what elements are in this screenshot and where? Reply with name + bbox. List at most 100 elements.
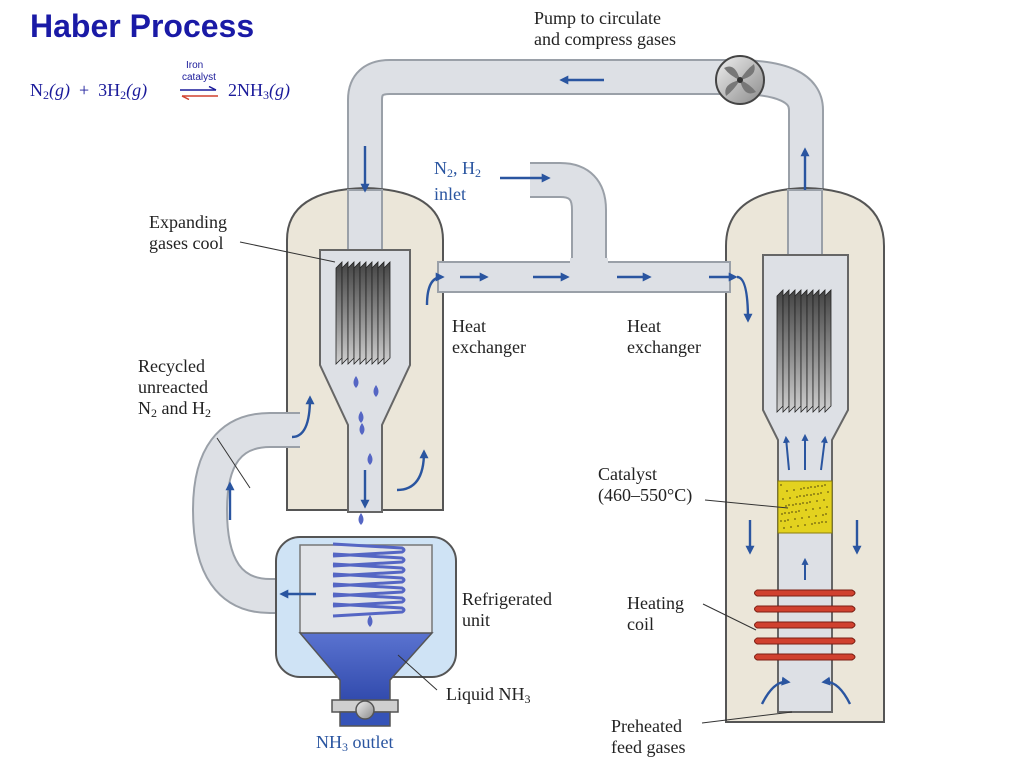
recycled-n: N bbox=[138, 398, 151, 418]
recycle-pipe bbox=[191, 412, 300, 614]
catalyst-particle bbox=[804, 524, 806, 526]
equation-n2: N bbox=[30, 80, 43, 100]
inlet-sub2: 2 bbox=[475, 166, 481, 180]
recycled-sub1: 2 bbox=[151, 406, 157, 420]
recycled-line1: Recycled bbox=[138, 356, 205, 376]
cooling-coil-turn bbox=[332, 552, 406, 568]
reactor-fin bbox=[824, 289, 832, 413]
preheated-line1: Preheated bbox=[611, 716, 682, 736]
equation-product: 2NH3(g) bbox=[228, 80, 290, 103]
refrigerated-line1: Refrigerated bbox=[462, 589, 552, 609]
catalyst-particle bbox=[792, 504, 794, 506]
equilibrium-arrows bbox=[180, 86, 218, 100]
catalyst-particle bbox=[810, 494, 812, 496]
heat-exchanger-label-left: Heat exchanger bbox=[452, 316, 526, 358]
equation-reactants: N2(g) + 3H2(g) bbox=[30, 80, 147, 103]
expanding-line1: Expanding bbox=[149, 212, 227, 232]
heating-coil-turn bbox=[754, 589, 856, 597]
inlet-sub1: 2 bbox=[447, 166, 453, 180]
inlet-h: , H bbox=[453, 158, 475, 178]
equation-n2-sub: 2 bbox=[43, 88, 49, 102]
heat-exchanger-left-line2: exchanger bbox=[452, 337, 526, 357]
expanding-line2: gases cool bbox=[149, 233, 224, 253]
catalyst-particle bbox=[803, 487, 805, 489]
reactor-fin bbox=[818, 289, 826, 413]
catalyst-particle bbox=[824, 484, 826, 486]
reactor-fin bbox=[812, 289, 820, 413]
inlet-label: N2, H2 inlet bbox=[434, 158, 481, 205]
outlet-sub: 3 bbox=[342, 740, 348, 754]
pump-label: Pump to circulate and compress gases bbox=[534, 8, 676, 50]
feed-inlet-pipe bbox=[530, 162, 607, 262]
recycled-label: Recycled unreacted N2 and H2 bbox=[138, 356, 211, 424]
flow-arrow bbox=[396, 449, 429, 492]
reactor-fin bbox=[782, 289, 790, 413]
nh3-outlet-label: NH3 outlet bbox=[316, 732, 394, 758]
catalyst-particle bbox=[827, 491, 829, 493]
flow-arrows bbox=[225, 75, 862, 705]
recycled-line3: N2 and H2 bbox=[138, 398, 211, 424]
reactor-fin bbox=[788, 289, 796, 413]
ammonia-droplet bbox=[358, 513, 364, 525]
catalyst-particle bbox=[794, 518, 796, 520]
heat-exchanger-right-line2: exchanger bbox=[627, 337, 701, 357]
heating-coil-turn bbox=[754, 605, 856, 613]
cooling-coil-turn bbox=[332, 602, 406, 618]
refrigerated-label: Refrigerated unit bbox=[462, 589, 552, 631]
heating-coil bbox=[754, 589, 856, 661]
catalyst-line2: (460–550°C) bbox=[598, 485, 693, 505]
catalyst-particle bbox=[807, 487, 809, 489]
heating-coil-label: Heating coil bbox=[627, 593, 684, 635]
catalyst-particle bbox=[799, 503, 801, 505]
catalyst-particle bbox=[788, 512, 790, 514]
catalyst-particle bbox=[817, 493, 819, 495]
catalyst-particle bbox=[795, 503, 797, 505]
catalyst-particle bbox=[821, 485, 823, 487]
liquid-text: Liquid NH bbox=[446, 684, 525, 704]
catalyst-particle bbox=[785, 505, 787, 507]
equation-h2-state: (g) bbox=[126, 80, 148, 100]
heating-coil-turn bbox=[754, 621, 856, 629]
catalyst-particle bbox=[814, 486, 816, 488]
catalyst-particle bbox=[818, 522, 820, 524]
reactor-fin bbox=[794, 289, 802, 413]
catalyst-particle bbox=[808, 516, 810, 518]
equation-nh3-sub: 3 bbox=[263, 88, 269, 102]
reactor-fin bbox=[806, 289, 814, 413]
flow-arrow bbox=[291, 395, 315, 439]
recycled-sub2: 2 bbox=[205, 406, 211, 420]
catalyst-particle bbox=[805, 509, 807, 511]
heat-exchanger-right-line1: Heat bbox=[627, 316, 661, 336]
inlet-n: N bbox=[434, 158, 447, 178]
liquid-sub: 3 bbox=[524, 692, 531, 706]
catalyst-particle bbox=[803, 495, 805, 497]
catalyst-particle bbox=[791, 511, 793, 513]
catalyst-particle bbox=[796, 496, 798, 498]
catalyst-particle bbox=[799, 495, 801, 497]
flow-arrow bbox=[425, 272, 445, 306]
catalyst-particle bbox=[800, 488, 802, 490]
catalyst-line1: Catalyst bbox=[598, 464, 657, 484]
reactor-fins bbox=[776, 289, 832, 413]
catalyst-particle bbox=[815, 515, 817, 517]
preheated-line2: feed gases bbox=[611, 737, 686, 757]
catalyst-particle bbox=[790, 526, 792, 528]
pump-label-line2: and compress gases bbox=[534, 29, 676, 49]
catalyst-particle bbox=[820, 492, 822, 494]
catalyst-particle bbox=[783, 527, 785, 529]
pump bbox=[715, 55, 765, 105]
heating-coil-turn bbox=[754, 653, 856, 661]
recycled-line2: unreacted bbox=[138, 377, 208, 397]
equation-h2: 3H bbox=[98, 80, 121, 100]
cooling-fin bbox=[359, 261, 367, 365]
cooling-coil bbox=[332, 542, 406, 618]
cooling-fin bbox=[335, 261, 343, 365]
catalyst-particle bbox=[781, 513, 783, 515]
catalyst-particle bbox=[780, 484, 782, 486]
ammonia-droplet bbox=[353, 376, 359, 388]
catalyst-particle bbox=[793, 489, 795, 491]
catalyst-particle bbox=[826, 506, 828, 508]
flow-arrow bbox=[760, 676, 791, 705]
cooling-fin bbox=[341, 261, 349, 365]
